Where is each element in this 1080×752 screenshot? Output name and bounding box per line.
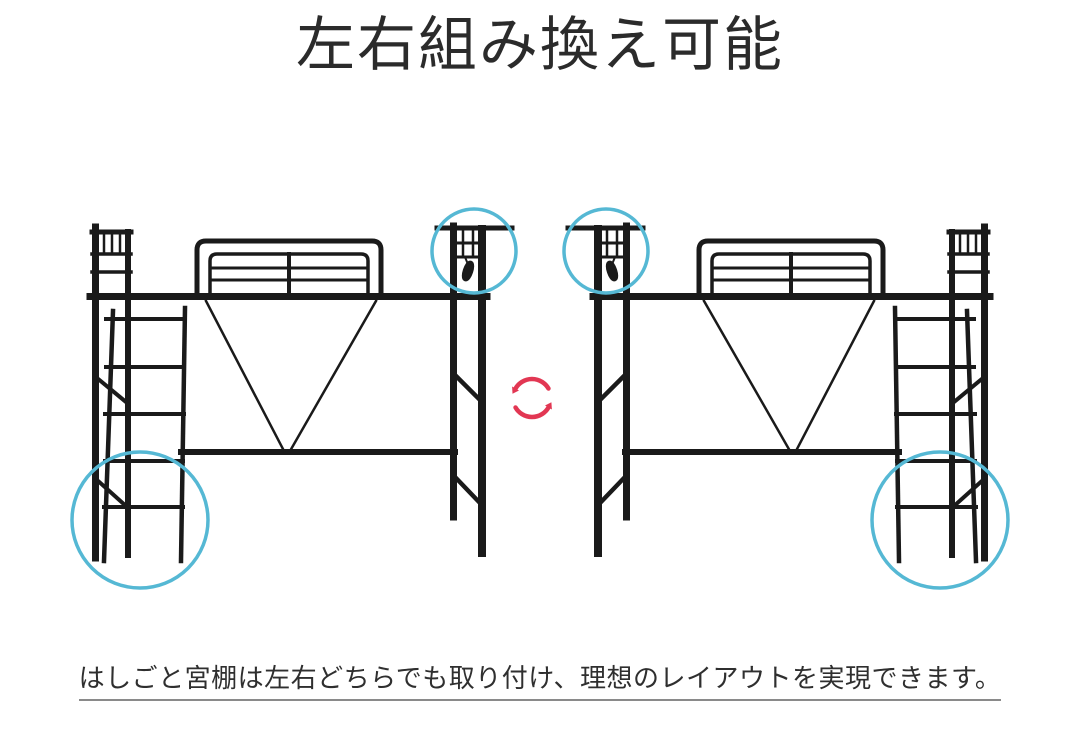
loft-bed-left-diagram (90, 226, 512, 561)
swap-icon-arcs (513, 376, 551, 420)
highlight-circle-ladder-right-bed (870, 450, 1010, 590)
page-title: 左右組み換え可能 (295, 12, 784, 78)
caption: はしごと宮棚は左右どちらでも取り付け、理想のレイアウトを実現できます。 (0, 658, 1080, 701)
highlight-circle-shelf-left-bed (430, 207, 518, 295)
swap-icon-arrowheads (512, 386, 552, 410)
highlight-circles (70, 207, 1010, 590)
loft-bed-right-diagram (568, 226, 990, 561)
caption-text: はしごと宮棚は左右どちらでも取り付け、理想のレイアウトを実現できます。 (78, 663, 1002, 701)
bed-illustrations (90, 226, 990, 561)
swap-rotation-icon (512, 376, 552, 420)
highlight-circle-ladder-left-bed (70, 450, 210, 590)
highlight-circle-shelf-right-bed (562, 207, 650, 295)
